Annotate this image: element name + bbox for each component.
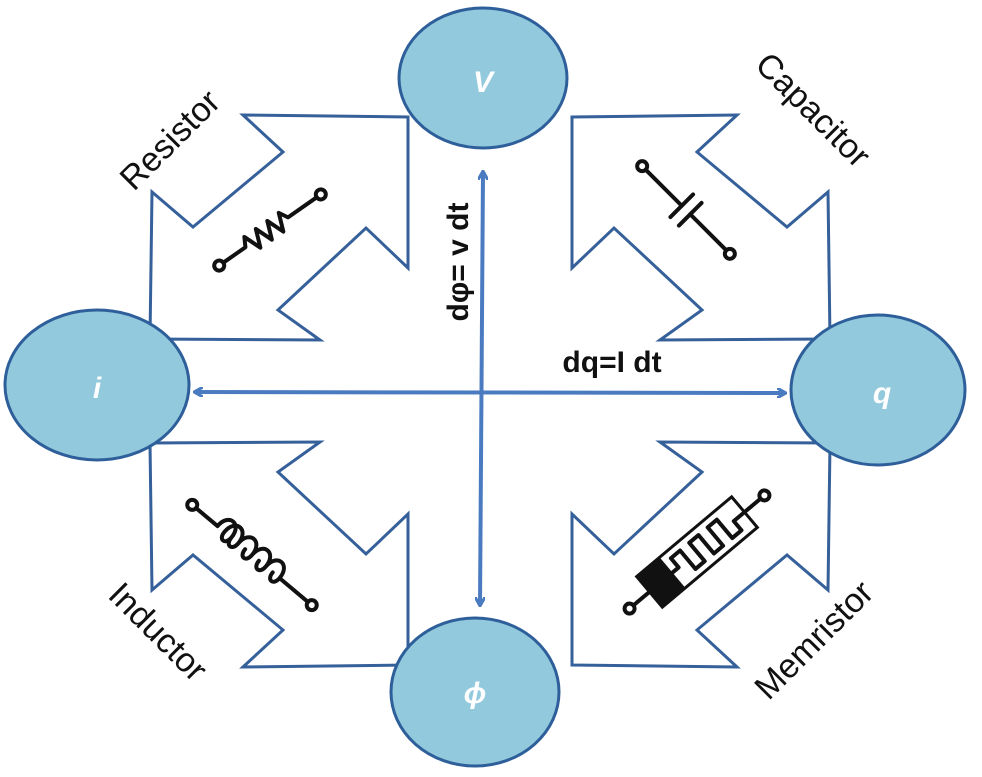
capacitor-label: Capacitor — [748, 45, 878, 175]
flux-axis-arrow — [480, 172, 483, 605]
charge-equation: dq=I dt — [562, 346, 661, 379]
node-phi-label: ϕ — [464, 677, 487, 710]
capacitor-symbol-icon — [635, 159, 737, 261]
node-i-label: i — [93, 372, 102, 405]
inductor-label: Inductor — [101, 575, 215, 689]
flux-equation: dφ= v dt — [442, 203, 475, 322]
charge-axis-arrow — [195, 392, 785, 393]
inductor-arrow — [148, 440, 410, 669]
memristor-label: Memristor — [747, 573, 881, 707]
node-i: i — [3, 308, 191, 462]
node-v-label: V — [473, 66, 496, 99]
memristor-symbol-icon — [622, 488, 772, 616]
inductor-symbol-icon — [185, 497, 319, 613]
node-phi: ϕ — [389, 616, 561, 768]
node-q: q — [789, 313, 967, 467]
resistor-label: Resistor — [113, 83, 228, 198]
node-v: V — [397, 6, 569, 150]
resistor-symbol-icon — [212, 187, 328, 273]
node-q-label: q — [873, 377, 891, 410]
